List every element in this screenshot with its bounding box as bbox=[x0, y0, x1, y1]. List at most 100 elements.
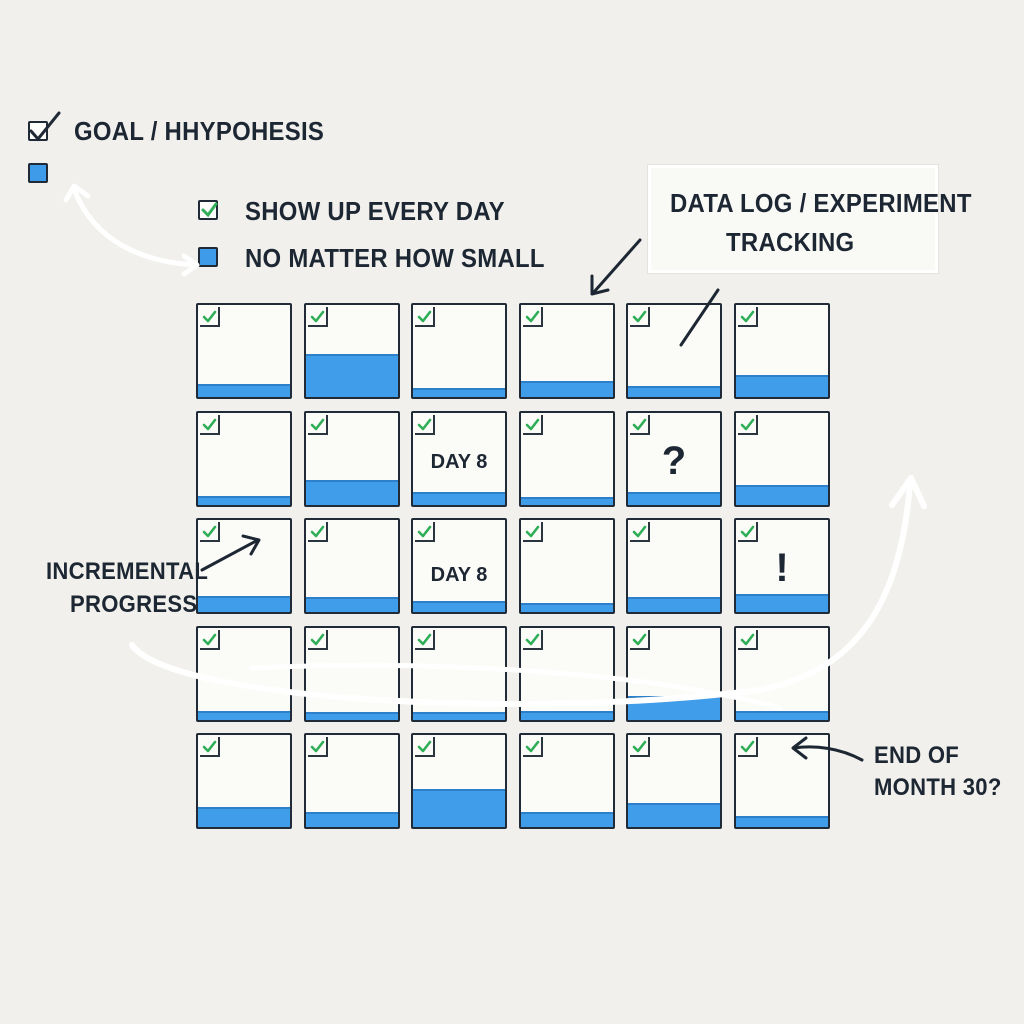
day-cell[interactable] bbox=[411, 303, 507, 399]
day-checkbox[interactable] bbox=[415, 630, 435, 650]
checkmark-icon bbox=[740, 525, 755, 538]
day-checkbox[interactable] bbox=[200, 737, 220, 757]
day-cell[interactable] bbox=[734, 733, 830, 829]
day-checkbox[interactable] bbox=[738, 737, 758, 757]
day-cell[interactable]: ? bbox=[626, 411, 722, 507]
progress-fill bbox=[413, 712, 505, 720]
day-cell[interactable]: DAY 8 bbox=[411, 518, 507, 614]
day-cell[interactable] bbox=[196, 518, 292, 614]
day-checkbox[interactable] bbox=[415, 307, 435, 327]
day-cell[interactable] bbox=[196, 411, 292, 507]
day-cell[interactable] bbox=[304, 303, 400, 399]
progress-fill bbox=[521, 603, 613, 612]
progress-fill bbox=[736, 816, 828, 827]
checkmark-icon bbox=[740, 310, 755, 323]
day-cell[interactable] bbox=[734, 411, 830, 507]
progress-fill bbox=[521, 381, 613, 397]
day-checkbox[interactable] bbox=[738, 630, 758, 650]
day-checkbox[interactable] bbox=[415, 522, 435, 542]
progress-fill bbox=[306, 597, 398, 612]
checkmark-icon bbox=[632, 740, 647, 753]
day-checkbox[interactable] bbox=[738, 307, 758, 327]
checkmark-icon bbox=[632, 633, 647, 646]
checkmark-icon bbox=[417, 633, 432, 646]
end-of-month-label-line1: END OF bbox=[874, 742, 960, 769]
day-cell[interactable] bbox=[626, 518, 722, 614]
day-cell[interactable] bbox=[196, 626, 292, 722]
day-checkbox[interactable] bbox=[523, 737, 543, 757]
day-cell[interactable] bbox=[304, 733, 400, 829]
progress-fill bbox=[413, 388, 505, 397]
day-cell[interactable] bbox=[519, 626, 615, 722]
day-cell[interactable] bbox=[626, 626, 722, 722]
progress-fill bbox=[413, 601, 505, 612]
day-checkbox[interactable] bbox=[523, 307, 543, 327]
day-checkbox[interactable] bbox=[630, 415, 650, 435]
progress-fill bbox=[198, 596, 290, 612]
day-checkbox[interactable] bbox=[630, 737, 650, 757]
day-cell[interactable] bbox=[519, 303, 615, 399]
day-cell[interactable]: DAY 8 bbox=[411, 411, 507, 507]
progress-fill bbox=[736, 375, 828, 397]
checkmark-icon bbox=[201, 202, 218, 218]
checkmark-icon bbox=[202, 310, 217, 323]
day-checkbox[interactable] bbox=[630, 522, 650, 542]
day-cell[interactable]: ! bbox=[734, 518, 830, 614]
checkmark-icon bbox=[29, 111, 61, 142]
progress-fill bbox=[306, 712, 398, 720]
day-cell[interactable] bbox=[734, 626, 830, 722]
progress-fill bbox=[521, 812, 613, 827]
progress-fill bbox=[628, 597, 720, 612]
day-checkbox[interactable] bbox=[523, 415, 543, 435]
day-checkbox[interactable] bbox=[308, 522, 328, 542]
day-cell[interactable] bbox=[734, 303, 830, 399]
progress-fill bbox=[413, 789, 505, 827]
progress-fill bbox=[628, 696, 720, 720]
progress-fill bbox=[736, 485, 828, 505]
checkmark-icon bbox=[740, 740, 755, 753]
day-cell[interactable] bbox=[411, 626, 507, 722]
day-checkbox[interactable] bbox=[200, 307, 220, 327]
day-checkbox[interactable] bbox=[200, 415, 220, 435]
day-cell[interactable] bbox=[304, 518, 400, 614]
day-cell[interactable] bbox=[519, 733, 615, 829]
day-checkbox[interactable] bbox=[308, 307, 328, 327]
checkmark-icon bbox=[525, 740, 540, 753]
day-cell[interactable] bbox=[304, 626, 400, 722]
end-of-month-label-line2: MONTH 30? bbox=[874, 774, 1002, 801]
day-cell[interactable] bbox=[519, 411, 615, 507]
day-checkbox[interactable] bbox=[308, 737, 328, 757]
day-checkbox[interactable] bbox=[415, 415, 435, 435]
day-checkbox[interactable] bbox=[415, 737, 435, 757]
day-label: DAY 8 bbox=[430, 451, 488, 473]
checkmark-icon bbox=[525, 418, 540, 431]
day-cell[interactable] bbox=[196, 733, 292, 829]
day-cell[interactable] bbox=[196, 303, 292, 399]
day-checkbox[interactable] bbox=[523, 522, 543, 542]
day-cell[interactable] bbox=[626, 303, 722, 399]
checkmark-icon bbox=[525, 633, 540, 646]
checkmark-icon bbox=[632, 310, 647, 323]
day-checkbox[interactable] bbox=[200, 522, 220, 542]
checkmark-icon bbox=[310, 525, 325, 538]
incremental-label-line2: PROGRESS bbox=[70, 591, 198, 618]
day-checkbox[interactable] bbox=[308, 630, 328, 650]
legend-no-matter-label: NO MATTER HOW SMALL bbox=[245, 243, 545, 273]
progress-fill bbox=[736, 711, 828, 720]
day-checkbox[interactable] bbox=[200, 630, 220, 650]
day-checkbox[interactable] bbox=[738, 415, 758, 435]
day-cell[interactable] bbox=[411, 733, 507, 829]
day-checkbox[interactable] bbox=[738, 522, 758, 542]
incremental-label-line1: INCREMENTAL bbox=[46, 558, 209, 585]
day-checkbox[interactable] bbox=[630, 630, 650, 650]
day-checkbox[interactable] bbox=[630, 307, 650, 327]
checkmark-icon bbox=[202, 525, 217, 538]
progress-fill bbox=[628, 803, 720, 827]
progress-fill bbox=[736, 594, 828, 612]
day-checkbox[interactable] bbox=[523, 630, 543, 650]
day-cell[interactable] bbox=[519, 518, 615, 614]
day-checkbox[interactable] bbox=[308, 415, 328, 435]
checkmark-icon bbox=[417, 310, 432, 323]
day-cell[interactable] bbox=[304, 411, 400, 507]
day-cell[interactable] bbox=[626, 733, 722, 829]
